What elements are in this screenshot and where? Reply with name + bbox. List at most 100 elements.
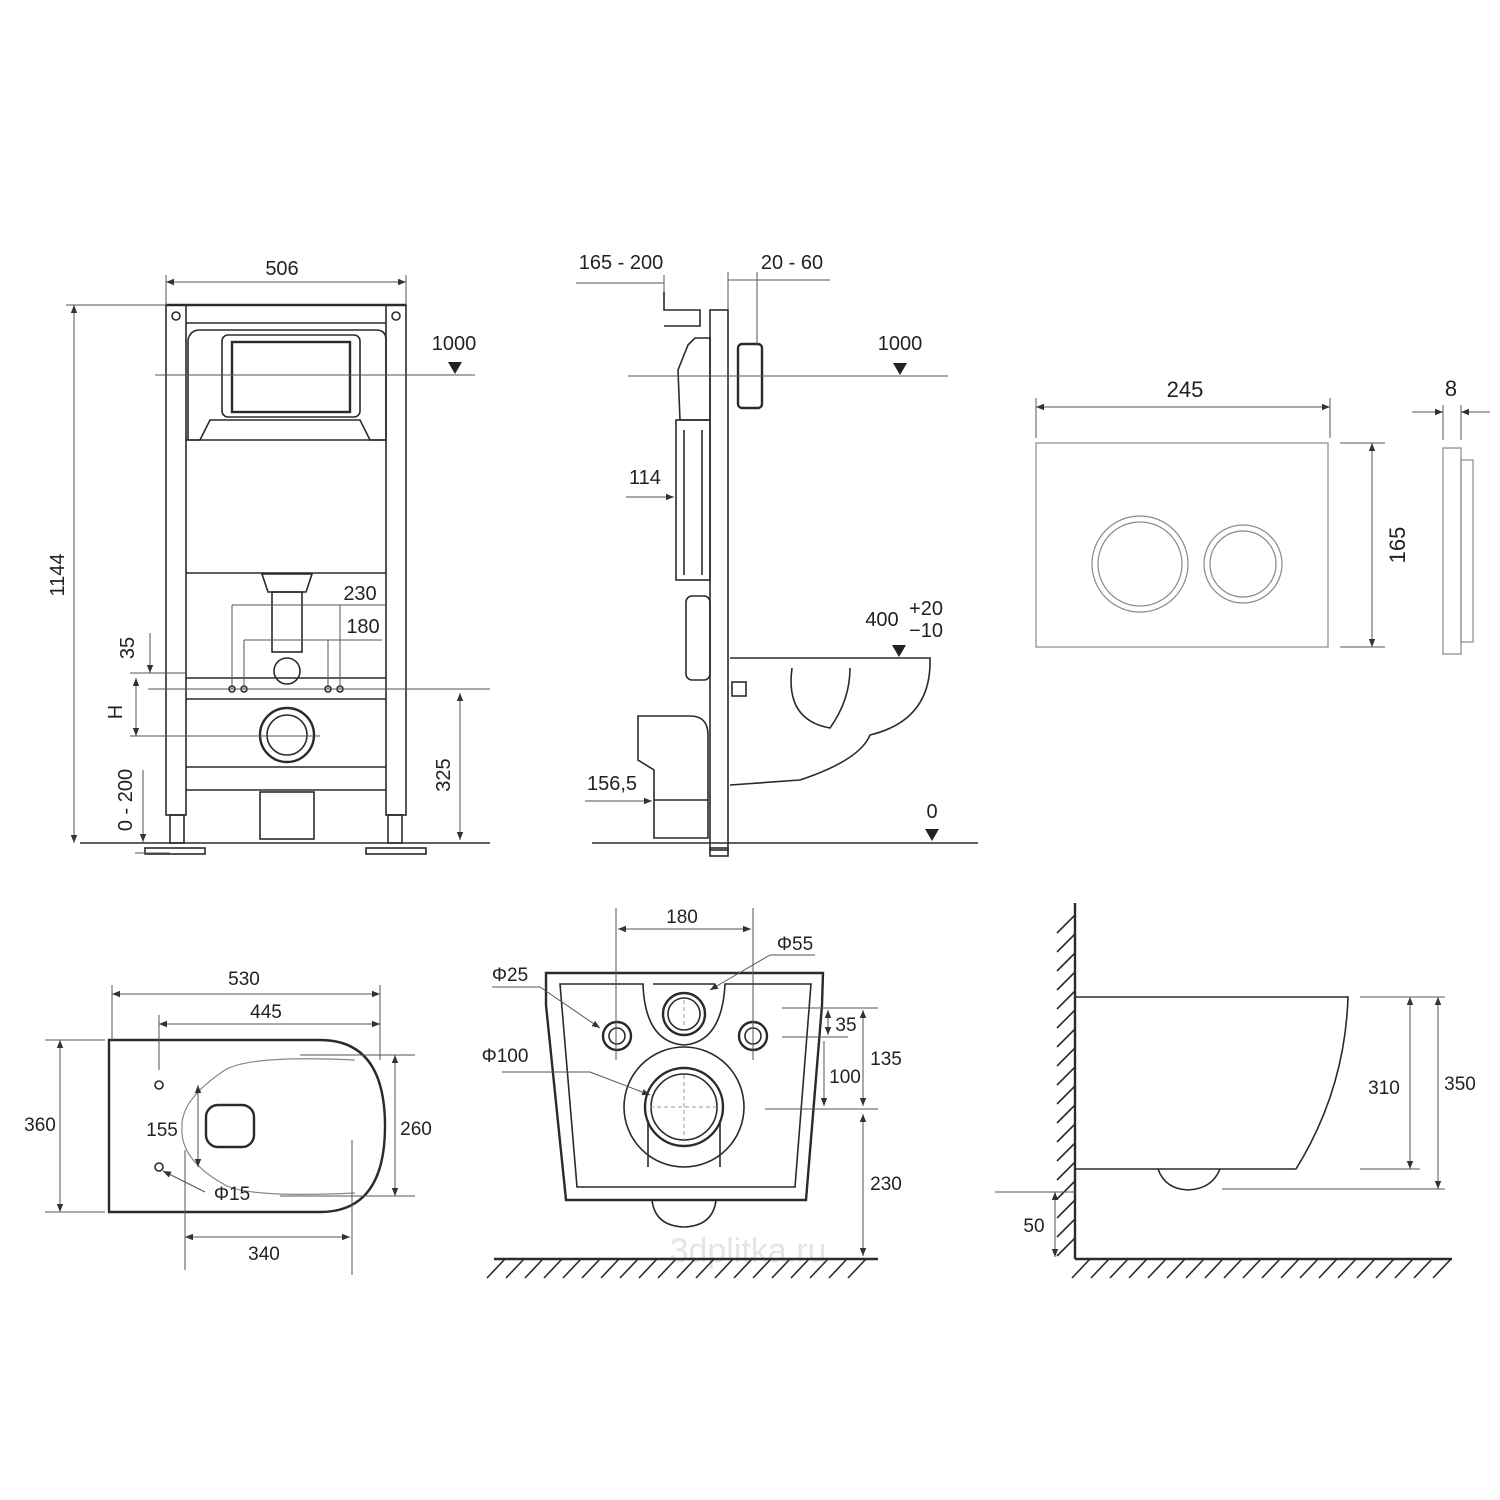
hatch-line: [1356, 1258, 1376, 1279]
hatch-line: [695, 1258, 715, 1279]
back-135-label: 135: [870, 1049, 902, 1070]
hatch-line: [1056, 1047, 1076, 1067]
hatch-line: [524, 1258, 544, 1279]
hatch-line: [1056, 990, 1076, 1010]
frame-230-label: 230: [343, 583, 376, 605]
side-tol-minus-label: −10: [909, 620, 943, 642]
hatch-line: [1223, 1258, 1243, 1279]
frame-side-view: 165 - 200 20 - 60 1000 114 400 +20 −10 1…: [576, 252, 978, 857]
back-180-label: 180: [666, 907, 698, 928]
frame-adjust-label: 0 - 200: [115, 769, 137, 831]
back-phi100-label: Φ100: [482, 1046, 529, 1067]
hatch-line: [676, 1258, 696, 1279]
side-50-label: 50: [1023, 1216, 1044, 1237]
hatch-line: [581, 1258, 601, 1279]
hatch-line: [771, 1258, 791, 1279]
hatch-line: [847, 1258, 867, 1279]
hatch-line: [1056, 1199, 1076, 1219]
hatch-line: [1056, 1104, 1076, 1124]
side-310-label: 310: [1368, 1078, 1400, 1099]
hatch-line: [543, 1258, 563, 1279]
back-phi25-label: Φ25: [492, 965, 528, 986]
frame-325-label: 325: [433, 758, 455, 791]
top-width-label: 360: [24, 1115, 56, 1136]
side-114-label: 114: [629, 467, 661, 489]
hatch-line: [486, 1258, 506, 1279]
hatch-line: [1056, 914, 1076, 934]
top-340-label: 340: [248, 1244, 280, 1265]
hatch-line: [1128, 1258, 1148, 1279]
hatch-line: [1056, 1028, 1076, 1048]
frame-180-label: 180: [346, 616, 379, 638]
side-level-label: 1000: [878, 333, 923, 355]
hatch-line: [1261, 1258, 1281, 1279]
hatch-line: [1056, 933, 1076, 953]
hatch-line: [1242, 1258, 1262, 1279]
floor-hatch: [486, 1258, 867, 1279]
back-phi55-label: Φ55: [777, 934, 813, 955]
back-35-label: 35: [835, 1015, 856, 1036]
hatch-line: [1090, 1258, 1110, 1279]
bowl-back-view: 180 Φ55 Φ25 Φ100 35 100 135 230 3dplitka…: [482, 907, 902, 1279]
top-155-label: 155: [146, 1120, 178, 1141]
top-length-label: 530: [228, 969, 260, 990]
back-230-label: 230: [870, 1174, 902, 1195]
bowl-top-view: 530 445 360 155 260 Φ15 340: [24, 969, 432, 1275]
hatch-line: [1318, 1258, 1338, 1279]
hatch-line: [562, 1258, 582, 1279]
hatch-line: [1056, 1237, 1076, 1257]
top-260-label: 260: [400, 1119, 432, 1140]
hatch-line: [714, 1258, 734, 1279]
hatch-line: [1280, 1258, 1300, 1279]
top-445-label: 445: [250, 1002, 282, 1023]
hatch-line: [1056, 1218, 1076, 1238]
back-100-label: 100: [829, 1067, 861, 1088]
hatch-line: [1375, 1258, 1395, 1279]
side-depth-label: 165 - 200: [579, 252, 664, 274]
side-156-label: 156,5: [587, 773, 637, 795]
hatch-line: [1056, 1180, 1076, 1200]
hatch-line: [1056, 1142, 1076, 1162]
hatch-line: [809, 1258, 829, 1279]
frame-35-label: 35: [117, 637, 139, 659]
flush-plate-view: 245 165 8: [1035, 376, 1490, 655]
side-bowl-height-label: 400: [865, 609, 898, 631]
hatch-line: [1204, 1258, 1224, 1279]
hatch-line: [1056, 1123, 1076, 1143]
hatch-line: [1056, 952, 1076, 972]
side-floor-label: 0: [926, 801, 937, 823]
frame-h-label: H: [105, 705, 127, 719]
hatch-line: [1166, 1258, 1186, 1279]
hatch-line: [752, 1258, 772, 1279]
plate-width-label: 245: [1167, 377, 1204, 402]
side-350-label: 350: [1444, 1074, 1476, 1095]
hatch-line: [828, 1258, 848, 1279]
hatch-line: [505, 1258, 525, 1279]
hatch-line: [1432, 1258, 1452, 1279]
hatch-line: [600, 1258, 620, 1279]
frame-width-label: 506: [265, 258, 298, 280]
hatch-line: [1337, 1258, 1357, 1279]
hatch-line: [1056, 1085, 1076, 1105]
frame-height-label: 1144: [47, 553, 69, 596]
hatch-line: [657, 1258, 677, 1279]
side-tol-plus-label: +20: [909, 598, 943, 620]
wall-floor-hatch: [1056, 914, 1452, 1279]
side-wall-label: 20 - 60: [761, 252, 823, 274]
frame-level-label: 1000: [432, 333, 477, 355]
plate-height-label: 165: [1385, 527, 1410, 564]
hatch-line: [1056, 1161, 1076, 1181]
hatch-line: [1299, 1258, 1319, 1279]
hatch-line: [790, 1258, 810, 1279]
hatch-line: [619, 1258, 639, 1279]
hatch-line: [1056, 1009, 1076, 1029]
hatch-line: [1109, 1258, 1129, 1279]
top-hole-label: Φ15: [214, 1184, 250, 1205]
plate-thickness-label: 8: [1445, 376, 1457, 401]
hatch-line: [1413, 1258, 1433, 1279]
hatch-line: [1056, 971, 1076, 991]
hatch-line: [1056, 1066, 1076, 1086]
hatch-line: [1147, 1258, 1167, 1279]
bowl-side-view: 310 350 50: [995, 903, 1476, 1279]
